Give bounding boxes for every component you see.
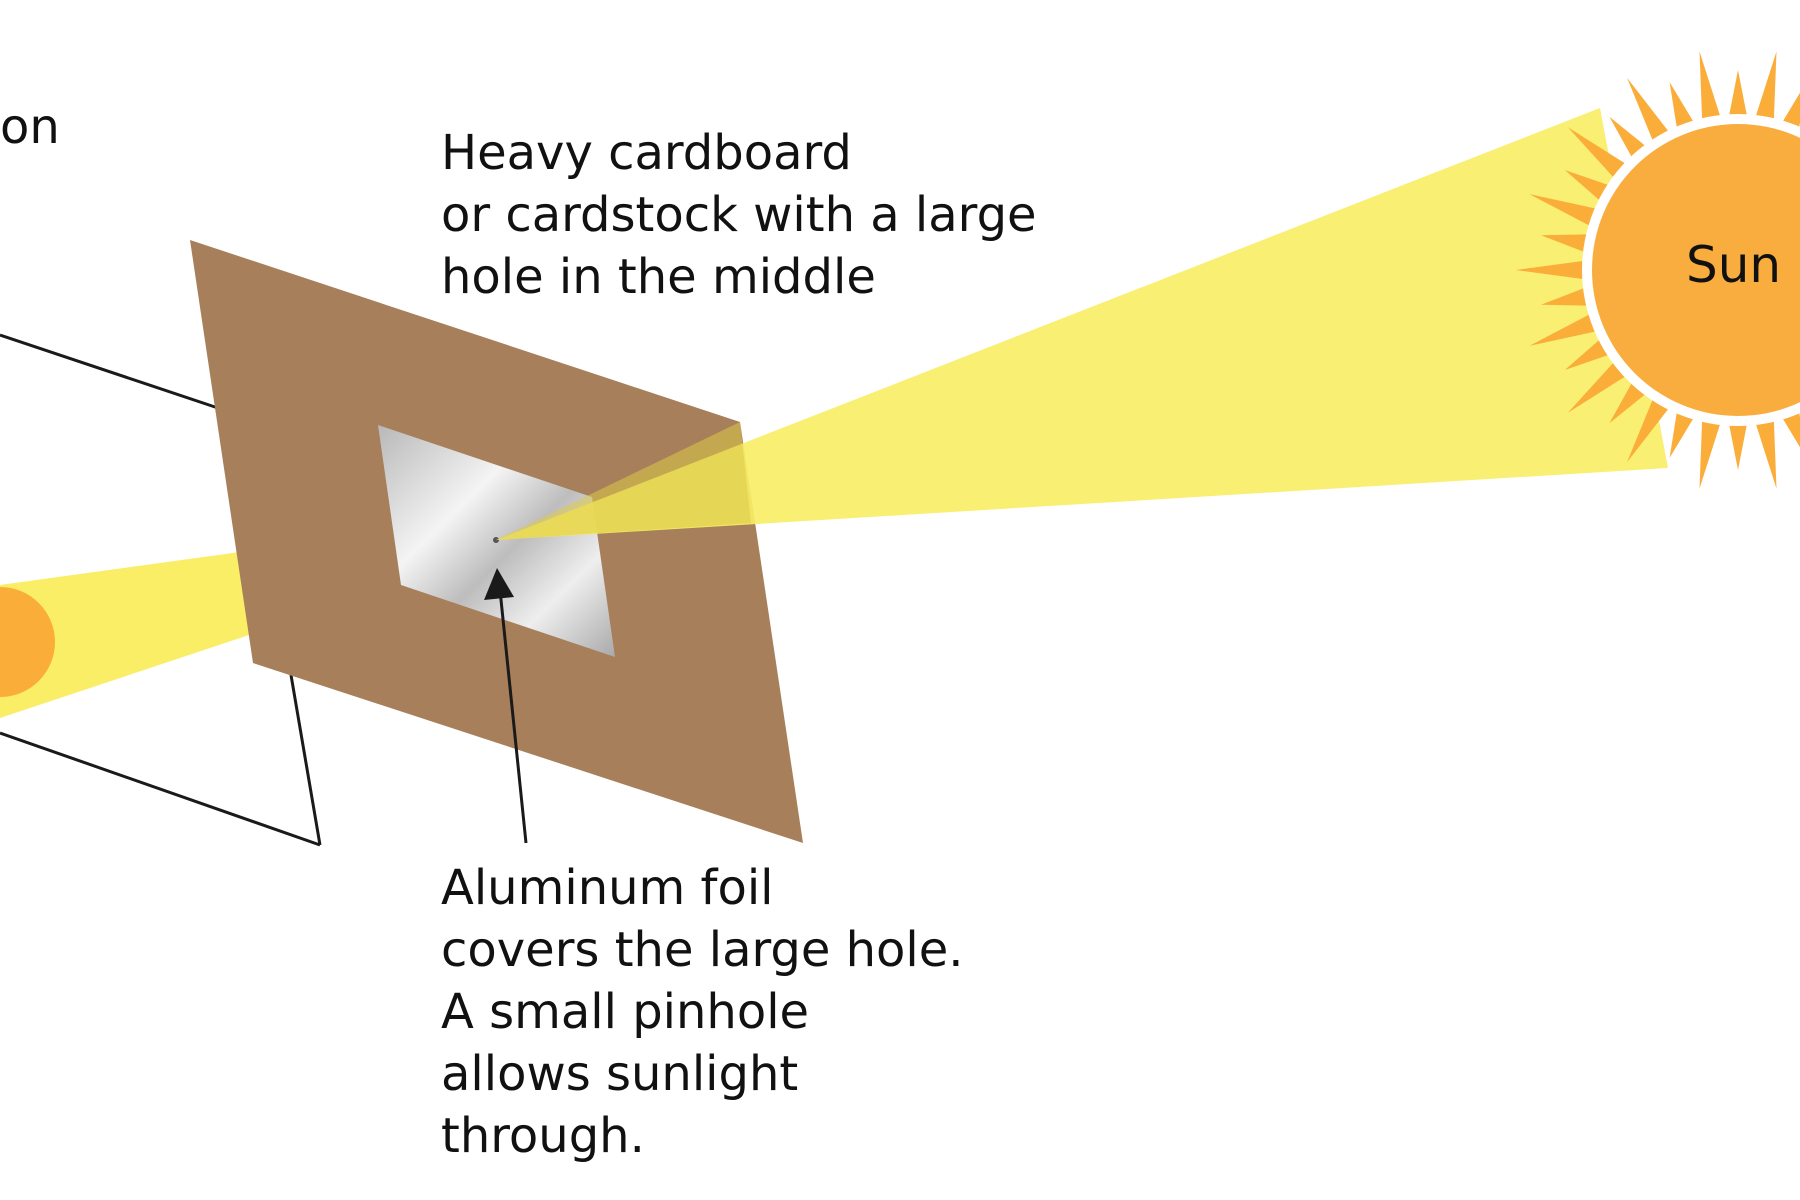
sun-ray: [1669, 82, 1696, 133]
box-line-top: [0, 333, 219, 410]
box-line-bottom: [0, 731, 321, 847]
foil-label: Aluminum foil covers the large hole. A s…: [441, 857, 964, 1167]
foil-label-line: through.: [441, 1108, 645, 1164]
arrow-shaft: [498, 589, 528, 844]
foil-label-line: Aluminum foil: [441, 860, 774, 916]
sun-ray: [1567, 127, 1630, 182]
projected-sun-image: [0, 587, 55, 697]
pinhole-arrow: [484, 568, 528, 844]
sun-ray: [1541, 234, 1593, 254]
viewing-box-lines: [0, 333, 322, 847]
foil-label-line: allows sunlight: [441, 1046, 799, 1102]
cardboard-label: Heavy cardboard or cardstock with a larg…: [441, 122, 1037, 308]
sun-ray: [1567, 358, 1630, 413]
sun-ray: [1627, 77, 1672, 146]
sun-ray: [1728, 70, 1748, 121]
box-line-vertical: [289, 674, 322, 846]
sun-ray: [1529, 312, 1601, 346]
arrow-head: [484, 568, 514, 600]
sun-ray: [1516, 260, 1589, 280]
projected-beam: [0, 552, 258, 718]
sun-body: [1592, 124, 1800, 416]
foil-label-line: covers the large hole.: [441, 922, 964, 978]
sun-ray: [1529, 194, 1601, 228]
cardboard-label-line: or cardstock with a large: [441, 187, 1037, 243]
sun-rays: [1516, 51, 1800, 489]
sunlight-beam-on-cardboard: [496, 422, 751, 540]
sun-ray: [1754, 415, 1777, 489]
sun-label: Sun: [1686, 236, 1782, 294]
foil-label-line: A small pinhole: [441, 984, 810, 1040]
sunlight-beam: [496, 108, 1668, 540]
cardboard-label-line: hole in the middle: [441, 249, 876, 305]
sun-ray: [1699, 51, 1722, 125]
sun: [1516, 51, 1800, 489]
sun-ray: [1728, 419, 1748, 470]
sun-ray: [1541, 286, 1593, 306]
sun-ray: [1754, 51, 1777, 125]
sun-ray: [1669, 407, 1696, 458]
partial-label-left: on: [0, 99, 60, 155]
sun-ray: [1627, 394, 1672, 463]
cardboard-label-line: Heavy cardboard: [441, 125, 852, 181]
sun-ray: [1699, 415, 1722, 489]
